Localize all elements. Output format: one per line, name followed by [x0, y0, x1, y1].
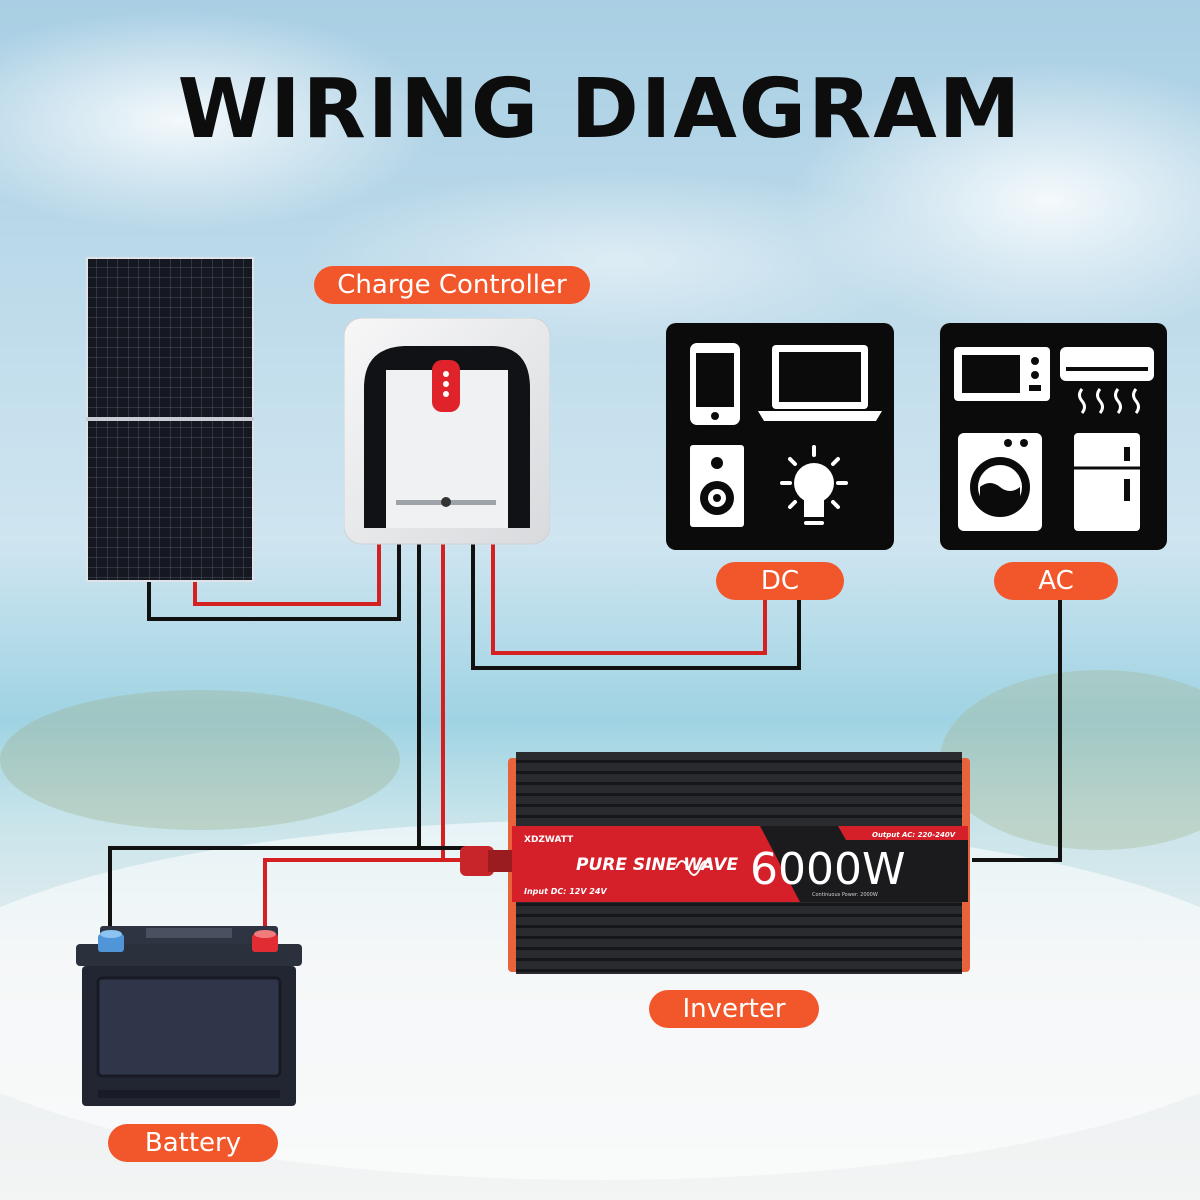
diagram-title: WIRING DIAGRAM [177, 62, 1023, 157]
ac-loads-panel [940, 323, 1167, 550]
inverter-product-name: PURE SINE WAVE [576, 855, 739, 875]
battery-negative-terminal [98, 930, 124, 952]
inverter-power-rating: 6000W [750, 844, 905, 895]
smartphone-icon [690, 343, 740, 425]
inverter-output-ac: Output AC: 220-240V [872, 831, 956, 839]
inverter-brand: XDZWATT [524, 835, 574, 845]
refrigerator-icon [1074, 433, 1140, 531]
wire-panel-positive [193, 540, 381, 606]
solar-panel-icon [86, 257, 254, 582]
inverter-continuous-power: Continuous Power: 2000W [812, 892, 878, 898]
charge-controller-label: Charge Controller [314, 266, 590, 304]
wire-battery-negative [108, 540, 421, 935]
dc-label: DC [716, 562, 844, 600]
washing-machine-icon [958, 433, 1042, 531]
microwave-icon [954, 347, 1050, 401]
ac-label: AC [994, 562, 1118, 600]
charge-controller-device [344, 318, 550, 545]
battery-label: Battery [108, 1124, 278, 1162]
speaker-icon [690, 445, 744, 527]
inverter-label: Inverter [649, 990, 819, 1028]
inverter-input-dc: Input DC: 12V 24V [524, 887, 607, 896]
battery-positive-terminal [252, 930, 278, 952]
dc-loads-panel [666, 323, 894, 550]
battery-device [76, 926, 302, 1106]
wire-dc-positive [491, 540, 767, 655]
laptop-icon [758, 345, 882, 421]
light-bulb-icon [780, 445, 848, 525]
wire-ac [972, 598, 1062, 862]
wire-panel-negative [147, 540, 401, 621]
wire-inverter-positive [263, 858, 470, 935]
wire-dc-negative [471, 540, 801, 670]
air-conditioner-icon [1060, 347, 1154, 414]
inverter-device: XDZWATT PURE SINE WAVE Input DC: 12V 24V… [460, 752, 970, 974]
